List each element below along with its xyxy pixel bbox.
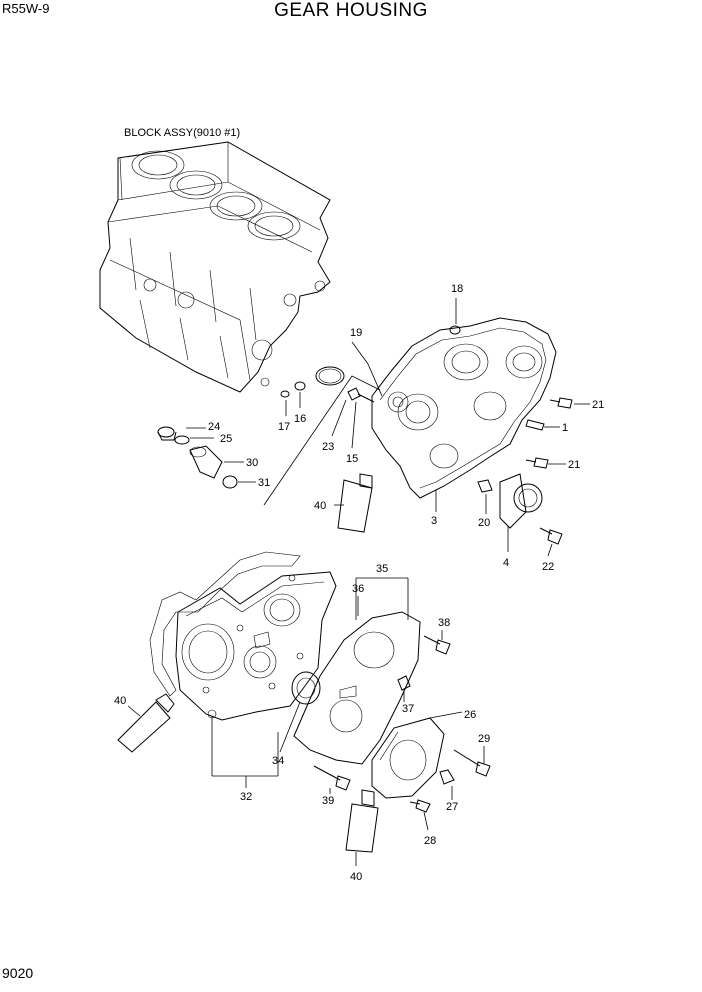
water-pump-icon	[371, 717, 445, 799]
page-number: 9020	[2, 965, 34, 981]
o-ring-icon	[315, 366, 345, 386]
callout-15: 15	[346, 453, 358, 465]
bolt-icon	[549, 397, 573, 409]
page-title: GEAR HOUSING	[274, 0, 428, 21]
callout-30: 30	[246, 457, 258, 469]
callout-3: 3	[431, 515, 437, 527]
callout-24: 24	[208, 421, 220, 433]
engine-block	[99, 141, 331, 393]
o-ring-icon	[449, 325, 461, 335]
bolt-icon	[409, 799, 431, 813]
callout-32: 32	[240, 791, 252, 803]
leader-lines	[127, 577, 485, 866]
callout-36: 36	[352, 583, 364, 595]
callout-1: 1	[562, 422, 568, 434]
callout-40: 40	[114, 695, 126, 707]
bolt-icon	[539, 527, 563, 545]
callout-21: 21	[592, 399, 604, 411]
bolt-icon	[397, 675, 411, 691]
oil-seal-icon	[291, 671, 321, 705]
bolt-icon	[525, 457, 549, 469]
model-code: R55W-9	[2, 1, 50, 16]
bolt-icon	[423, 635, 451, 655]
leader-lines	[186, 298, 590, 557]
callout-34: 34	[272, 755, 284, 767]
callout-35: 35	[376, 563, 388, 575]
callout-27: 27	[446, 801, 458, 813]
cover-gasket	[149, 551, 301, 697]
bolt-icon	[439, 769, 455, 785]
callout-40: 40	[350, 871, 362, 883]
callout-4: 4	[503, 557, 509, 569]
bolt-icon	[453, 749, 491, 777]
o-ring-icon	[280, 390, 290, 398]
callout-37: 37	[402, 703, 414, 715]
callout-22: 22	[542, 561, 554, 573]
sealant-tube-icon	[337, 473, 373, 533]
pin-icon	[525, 419, 545, 431]
callout-29: 29	[478, 733, 490, 745]
callout-labels: 18 19 21 1 21 24 25 17 16 23 15 30 31 40…	[114, 283, 604, 883]
callout-20: 20	[478, 517, 490, 529]
o-ring-icon	[294, 381, 306, 391]
callout-18: 18	[451, 283, 463, 295]
callout-25: 25	[220, 433, 232, 445]
callout-28: 28	[424, 835, 436, 847]
callout-17: 17	[278, 421, 290, 433]
callout-23: 23	[322, 441, 334, 453]
breather-assembly	[157, 426, 238, 489]
callout-39: 39	[322, 795, 334, 807]
oil-pump-icon	[499, 473, 543, 529]
sealant-tube-icon	[345, 789, 379, 853]
callout-16: 16	[294, 413, 306, 425]
callout-40: 40	[314, 500, 326, 512]
bolt-icon	[347, 387, 375, 403]
gear-housing	[371, 317, 557, 499]
bolt-icon	[477, 479, 493, 493]
block-assy-label: BLOCK ASSY(9010 #1)	[124, 127, 240, 139]
callout-38: 38	[438, 617, 450, 629]
front-cover	[175, 571, 337, 721]
callout-31: 31	[258, 477, 270, 489]
callout-21: 21	[568, 459, 580, 471]
gear-case-plate	[293, 611, 421, 765]
callout-19: 19	[350, 327, 362, 339]
sealant-tube-icon	[117, 693, 175, 753]
callout-26: 26	[464, 709, 476, 721]
bolt-icon	[313, 765, 351, 791]
